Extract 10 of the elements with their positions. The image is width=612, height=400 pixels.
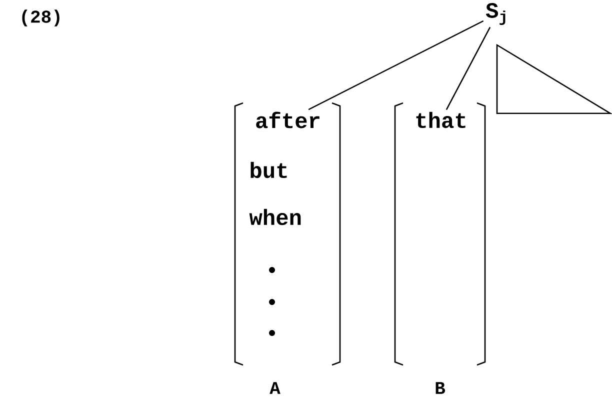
column-label: A xyxy=(270,382,280,394)
example-number: (28) xyxy=(22,10,60,26)
tree-branch xyxy=(446,26,491,110)
column-label: B xyxy=(436,382,446,394)
word-label: that xyxy=(416,112,466,128)
word-label: after xyxy=(256,112,320,128)
symbol-label: S$_{j}$ xyxy=(486,3,506,25)
word-label: when xyxy=(249,208,301,226)
tree-branch xyxy=(308,20,484,110)
word-label: but xyxy=(250,162,287,178)
